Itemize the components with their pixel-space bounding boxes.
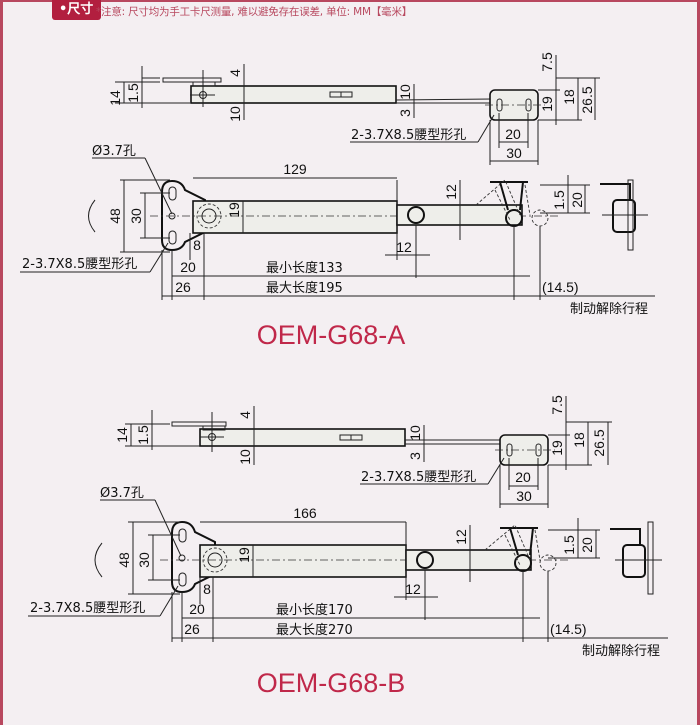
dim-20-right: 20 (569, 192, 585, 208)
dim-26: 26 (175, 279, 191, 295)
mount-bracket (161, 179, 206, 252)
catch-side-view (610, 528, 641, 545)
dim-1-5-front: 1.5 (551, 190, 567, 210)
stay-body-top (199, 428, 406, 447)
dim-10: 10 (237, 449, 253, 465)
max-length: 最大长度195 (266, 280, 343, 296)
front-view-a: 48 30 19 8 20 26 129 12 12 最小长度133 最大长度1… (20, 144, 655, 317)
mount-plate-top (162, 77, 222, 83)
dim-30-front: 30 (136, 552, 152, 568)
dim-1-5: 1.5 (125, 83, 141, 103)
model-title-b: OEM-G68-B (257, 668, 406, 698)
mount-plate-top (171, 421, 227, 427)
dim-10b: 10 (407, 425, 423, 441)
dim-12-vertical: 12 (453, 529, 469, 545)
dim-7-5: 7.5 (539, 52, 555, 72)
dim-20: 20 (515, 469, 531, 485)
dim-12-horizontal: 12 (396, 239, 412, 255)
dim-26-5: 26.5 (579, 86, 595, 113)
dimensions-badge: •尺寸 (52, 0, 102, 20)
dim-18: 18 (561, 89, 577, 105)
dim-8: 8 (203, 581, 211, 597)
dim-14: 14 (114, 427, 130, 443)
dim-166: 166 (293, 505, 317, 521)
dim-20-right: 20 (579, 537, 595, 553)
release-stroke-value: (14.5) (550, 621, 587, 637)
dim-12-vertical: 12 (443, 184, 459, 200)
dim-12-horizontal: 12 (405, 581, 421, 597)
dim-26-5: 26.5 (591, 429, 607, 456)
top-view-b: 14 1.5 4 10 10 3 7.5 19 18 26.5 20 30 2-… (114, 395, 612, 508)
slot-label-front: 2-3.7X8.5腰型形孔 (22, 257, 137, 272)
min-length: 最小长度170 (276, 602, 353, 618)
dim-20-front: 20 (180, 259, 196, 275)
dim-3: 3 (407, 452, 423, 460)
max-length: 最大长度270 (276, 622, 353, 638)
dim-1-5-front: 1.5 (561, 535, 577, 555)
measurement-note: *注意: 尺寸均为手工卡尺测量, 难以避免存在误差, 单位: MM【毫米】 (96, 6, 413, 18)
release-stroke-label: 制动解除行程 (570, 302, 648, 317)
dim-20: 20 (505, 126, 521, 142)
dim-4: 4 (227, 69, 243, 77)
slot-label: 2-3.7X8.5腰型形孔 (351, 128, 466, 143)
dim-8: 8 (193, 237, 201, 253)
dim-3: 3 (397, 109, 413, 117)
dim-48: 48 (107, 208, 123, 224)
dim-19: 19 (539, 96, 555, 112)
release-stroke-label: 制动解除行程 (582, 644, 660, 659)
dim-48: 48 (116, 552, 132, 568)
slot-label-front: 2-3.7X8.5腰型形孔 (30, 601, 145, 616)
dim-1-5: 1.5 (135, 425, 151, 445)
min-length: 最小长度133 (266, 260, 343, 276)
dim-10: 10 (227, 106, 243, 122)
dim-4: 4 (237, 411, 253, 419)
hole-label: Ø3.7孔 (100, 486, 144, 501)
dim-18: 18 (571, 432, 587, 448)
top-view-a: 14 1.5 4 10 10 3 7.5 19 18 26.5 20 30 2-… (107, 52, 600, 165)
dim-19-front: 19 (236, 547, 252, 563)
dim-19-front: 19 (226, 202, 242, 218)
slot-label: 2-3.7X8.5腰型形孔 (361, 470, 476, 485)
front-view-b: 48 30 19 8 20 26 166 12 12 最小长度170 最大长度2… (28, 486, 668, 659)
stay-body-front (192, 200, 398, 234)
catch-side-view (600, 183, 631, 200)
dim-30: 30 (516, 488, 532, 504)
dim-30-front: 30 (128, 208, 144, 224)
dim-20-front: 20 (189, 601, 205, 617)
hole-label: Ø3.7孔 (92, 144, 136, 159)
dim-26: 26 (184, 621, 200, 637)
rotation-arrow-icon (88, 199, 96, 233)
dim-30: 30 (506, 145, 522, 161)
dim-10b: 10 (397, 84, 413, 100)
model-title-a: OEM-G68-A (257, 320, 406, 350)
dim-129: 129 (283, 161, 307, 177)
stay-body-front (199, 544, 407, 578)
dim-14: 14 (107, 90, 123, 106)
release-stroke-value: (14.5) (542, 279, 579, 295)
rotation-arrow-icon (94, 542, 103, 578)
dim-7-5: 7.5 (549, 395, 565, 415)
dim-19: 19 (549, 440, 565, 456)
